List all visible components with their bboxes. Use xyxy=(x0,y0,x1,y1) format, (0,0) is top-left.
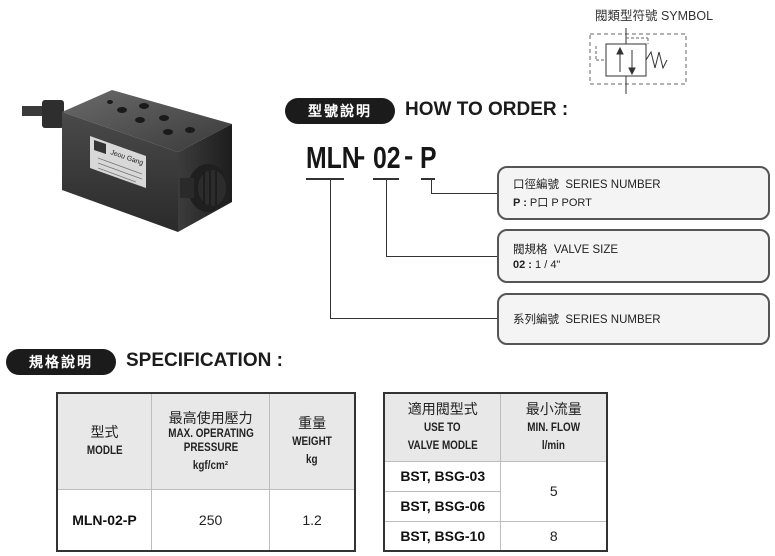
connector-series-h xyxy=(330,318,497,319)
code-series: MLN xyxy=(306,140,360,175)
spec-table-flow: 適用閥型式 USE TO VALVE MODLE 最小流量 MIN. FLOW … xyxy=(383,392,608,552)
cell-min-flow: 5 xyxy=(500,460,608,522)
table-row: BST, BSG-06 xyxy=(383,490,607,522)
table-row: MLN-02-P 250 1.2 xyxy=(56,488,356,552)
underline-series xyxy=(306,178,344,180)
code-port: P xyxy=(420,140,437,175)
header-weight: 重量 WEIGHT kg xyxy=(269,392,356,490)
cell-valve-model: BST, BSG-06 xyxy=(383,490,502,522)
connector-size-h xyxy=(386,256,497,257)
specification-title: SPECIFICATION : xyxy=(126,350,283,371)
callout-valve-size: 閥規格 VALVE SIZE 02 : 1 / 4" xyxy=(497,229,770,283)
callout-label-zh: 口徑編號 xyxy=(513,179,559,191)
table-row: BST, BSG-10 8 xyxy=(383,520,608,552)
header-min-flow: 最小流量 MIN. FLOW l/min xyxy=(500,392,608,462)
valve-product-photo: Jeou Gang xyxy=(22,90,232,232)
cell-weight: 1.2 xyxy=(269,488,356,552)
callout-series-number: 口徑編號 SERIES NUMBER P : P口 P PORT xyxy=(497,166,770,220)
callout-value: P口 P PORT xyxy=(529,197,592,209)
cell-valve-model: BST, BSG-10 xyxy=(383,520,502,552)
spec-table-main: 型式 MODLE 最高使用壓力 MAX. OPERATING PRESSURE … xyxy=(56,392,356,552)
callout-label-en: SERIES NUMBER xyxy=(565,179,661,191)
specification-badge: 規格說明 xyxy=(6,349,116,375)
valve-symbol-icon xyxy=(589,28,687,94)
cell-pressure: 250 xyxy=(150,488,271,552)
cell-valve-model: BST, BSG-03 xyxy=(383,460,502,492)
callout-label-zh: 閥規格 xyxy=(513,244,548,256)
cell-model: MLN-02-P xyxy=(56,488,152,552)
table-row: BST, BSG-03 5 xyxy=(383,460,608,522)
header-model: 型式 MODLE xyxy=(56,392,152,490)
callout-series-code: 系列編號 SERIES NUMBER xyxy=(497,293,770,345)
callout-value: 1 / 4" xyxy=(535,259,561,271)
connector-port-v xyxy=(431,179,432,194)
callout-key: 02 : xyxy=(513,259,532,271)
underline-port xyxy=(421,178,435,180)
callout-label-en: VALVE SIZE xyxy=(553,244,619,256)
code-separator-2: - xyxy=(404,140,414,171)
callout-label-zh: 系列編號 xyxy=(513,314,559,326)
header-pressure: 最高使用壓力 MAX. OPERATING PRESSURE kgf/cm² xyxy=(150,392,271,490)
code-separator-1: - xyxy=(356,140,366,171)
how-to-order-badge: 型號說明 xyxy=(285,98,395,124)
how-to-order-title: HOW TO ORDER : xyxy=(405,99,569,120)
callout-key: P : xyxy=(513,197,527,209)
symbol-title: 閥類型符號 SYMBOL xyxy=(595,9,714,23)
cell-min-flow: 8 xyxy=(500,520,608,552)
connector-size-v xyxy=(386,179,387,257)
connector-port-h xyxy=(431,193,497,194)
code-valve-size: 02 xyxy=(373,140,401,175)
header-use-to-valve: 適用閥型式 USE TO VALVE MODLE xyxy=(383,392,502,462)
callout-label-en: SERIES NUMBER xyxy=(565,314,661,326)
connector-series-v xyxy=(330,179,331,319)
